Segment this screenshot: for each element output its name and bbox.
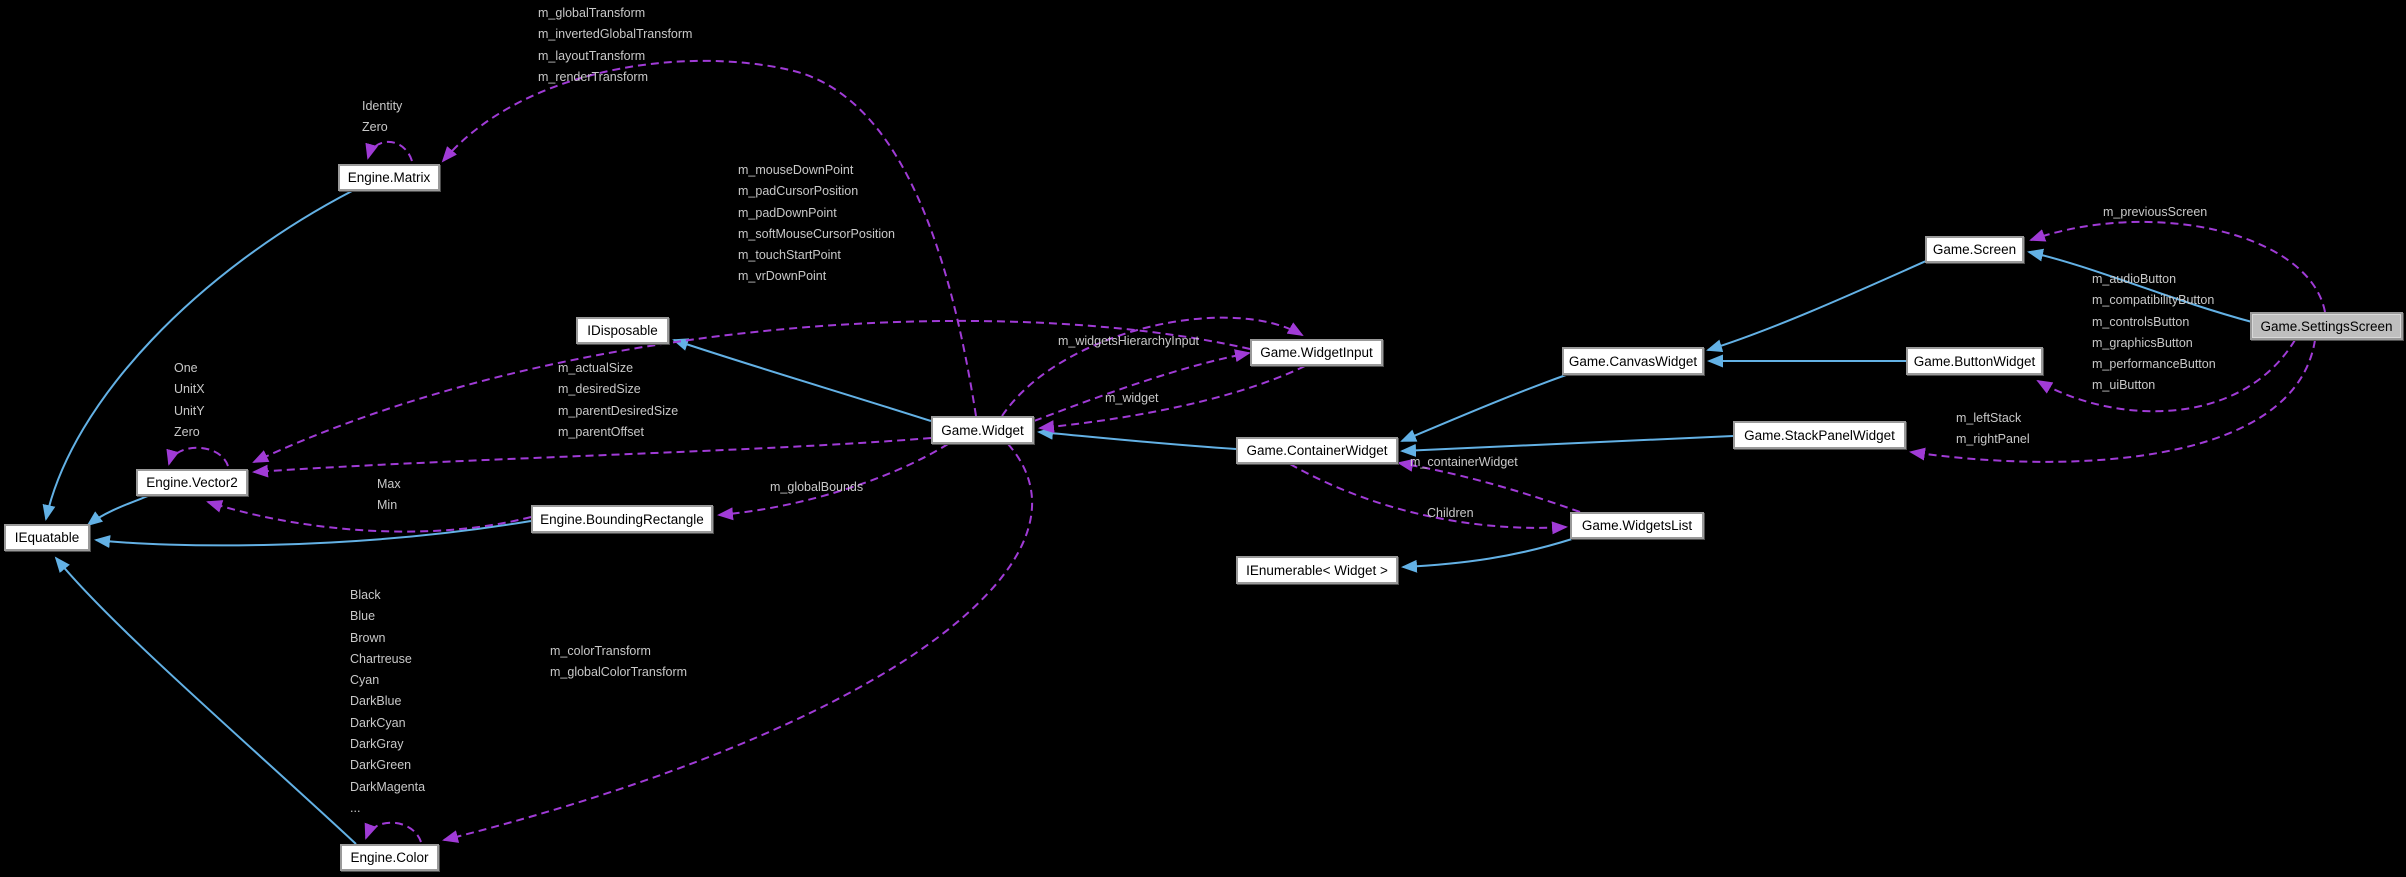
node-game-widgetinput[interactable]: Game.WidgetInput	[1250, 339, 1383, 366]
node-game-settingsscreen[interactable]: Game.SettingsScreen	[2250, 312, 2403, 340]
edge-vector2-self-loop	[166, 446, 229, 467]
node-game-canvaswidget[interactable]: Game.CanvasWidget	[1562, 347, 1704, 375]
edge-settingsscreen-to-screen	[2027, 248, 2253, 323]
node-game-widgetslist[interactable]: Game.WidgetsList	[1570, 512, 1704, 539]
node-game-widget[interactable]: Game.Widget	[931, 416, 1034, 444]
edge-matrix-to-iequatable	[42, 190, 353, 521]
edge-widgetslist-to-ienumerable	[1401, 538, 1573, 573]
edge-screen-to-canvaswidget	[1706, 260, 1927, 353]
edge-widgetinput-to-widget	[1038, 365, 1306, 434]
edge-widget-to-vector2	[252, 437, 932, 478]
edge-label-container-widget-ref: m_containerWidget	[1410, 455, 1518, 469]
edge-widget-to-widgetinput-upper	[1001, 316, 1304, 417]
edge-label-widgetinput-points: m_mouseDownPoint m_padCursorPosition m_p…	[738, 163, 896, 284]
edge-label-vector2-statics: One UnitX UnitY Zero	[174, 361, 205, 439]
edge-widget-to-widgetinput	[1033, 349, 1251, 422]
node-engine-color[interactable]: Engine.Color	[340, 844, 439, 871]
edge-boundingrectangle-to-vector2	[206, 500, 532, 533]
edge-boundingrectangle-to-iequatable	[94, 520, 532, 548]
edge-label-widget-transforms: m_globalTransform m_invertedGlobalTransf…	[538, 6, 693, 84]
edge-label-color-statics: Black Blue Brown Chartreuse Cyan DarkBlu…	[350, 588, 426, 815]
edge-label-widgets-hierarchy-input: m_widgetsHierarchyInput	[1058, 334, 1200, 348]
edge-label-settings-panels: m_leftStack m_rightPanel	[1956, 411, 2030, 447]
node-game-buttonwidget[interactable]: Game.ButtonWidget	[1906, 347, 2043, 375]
node-ienumerable-widget[interactable]: IEnumerable< Widget >	[1236, 556, 1398, 584]
node-game-screen[interactable]: Game.Screen	[1925, 236, 2024, 263]
edge-color-self-loop	[364, 821, 422, 843]
edge-label-settings-buttons: m_audioButton m_compatibilityButton m_co…	[2092, 272, 2216, 393]
edge-widgetinput-to-vector2	[252, 319, 1251, 463]
edge-widget-to-boundingrectangle	[717, 443, 949, 521]
edge-label-container-children: Children	[1427, 506, 1474, 520]
node-engine-vector2[interactable]: Engine.Vector2	[136, 469, 248, 496]
edge-matrix-self-loop	[365, 140, 413, 162]
edge-label-widget-globalbounds: m_globalBounds	[770, 480, 864, 494]
edge-settingsscreen-to-screen-previous	[2029, 220, 2326, 313]
edge-label-boundingrect-minmax: Max Min	[377, 477, 401, 513]
edge-label-widgetinput-widget: m_widget	[1105, 391, 1159, 405]
node-game-stackpanelwidget[interactable]: Game.StackPanelWidget	[1733, 421, 1906, 449]
edge-label-settings-previousscreen: m_previousScreen	[2103, 205, 2208, 219]
edge-label-widget-sizes: m_actualSize m_desiredSize m_parentDesir…	[558, 361, 679, 439]
node-idisposable[interactable]: IDisposable	[576, 317, 669, 344]
node-engine-matrix[interactable]: Engine.Matrix	[338, 164, 440, 191]
edge-widget-to-color	[442, 443, 1034, 843]
edge-canvaswidget-to-containerwidget	[1400, 374, 1567, 442]
edge-widget-to-matrix	[441, 59, 977, 417]
edge-containerwidget-to-widget	[1037, 426, 1237, 450]
edge-vector2-to-iequatable	[86, 495, 149, 527]
edge-widget-to-idisposable	[672, 338, 932, 422]
edge-label-matrix-statics: Identity Zero	[362, 99, 403, 135]
node-game-containerwidget[interactable]: Game.ContainerWidget	[1236, 437, 1398, 464]
node-engine-boundingrectangle[interactable]: Engine.BoundingRectangle	[531, 505, 713, 533]
edge-settingsscreen-to-stackpanelwidget	[1909, 339, 2316, 463]
edge-label-widget-colortransforms: m_colorTransform m_globalColorTransform	[550, 644, 688, 680]
edge-color-to-iequatable	[54, 556, 357, 845]
edge-containerwidget-to-widgetslist	[1289, 463, 1568, 535]
edge-settingsscreen-to-buttonwidget	[2036, 339, 2296, 413]
node-iequatable[interactable]: IEquatable	[4, 524, 90, 551]
edge-stackpanelwidget-to-containerwidget	[1400, 435, 1734, 457]
